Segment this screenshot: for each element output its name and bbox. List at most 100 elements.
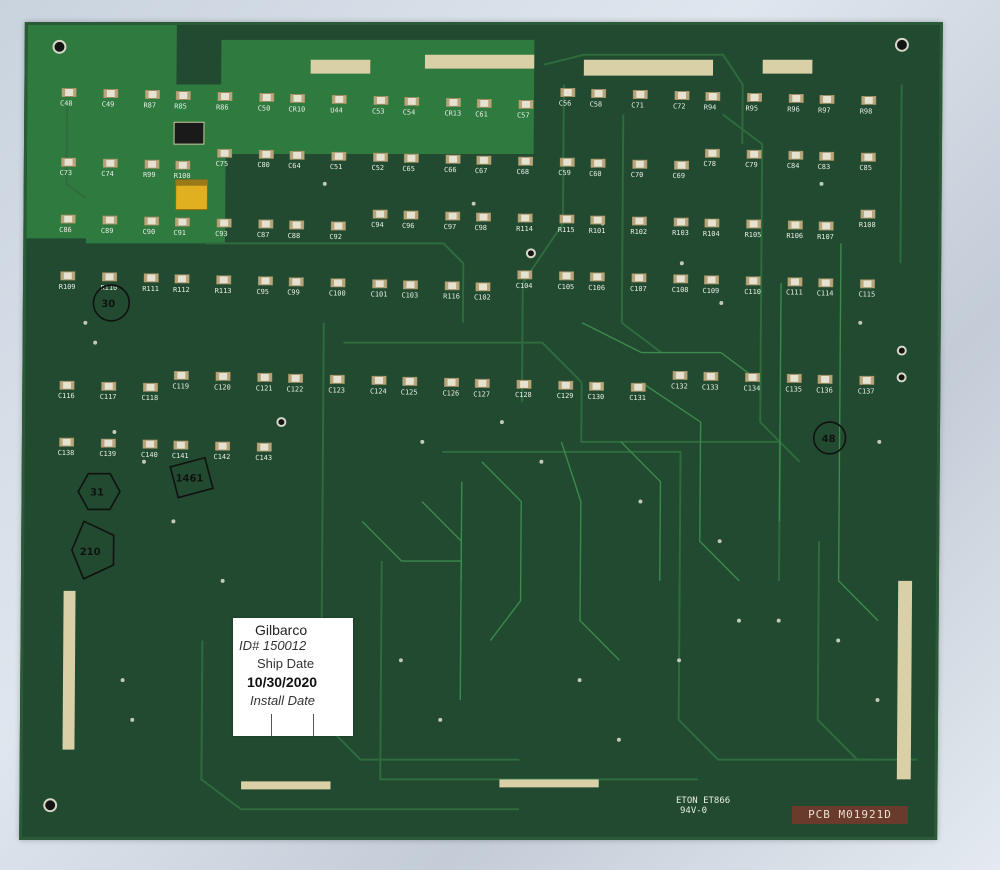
- label-ship-date-caption: Ship Date: [257, 656, 315, 671]
- component-designator: C120: [214, 383, 231, 391]
- smd-component: C74: [101, 158, 118, 178]
- smd-component: R86: [216, 92, 233, 111]
- component-designator: C139: [99, 450, 116, 458]
- smd-component: C100: [329, 278, 346, 298]
- component-designator: C74: [101, 170, 114, 178]
- component-designator: R107: [817, 233, 834, 241]
- component-designator: R115: [558, 226, 575, 234]
- ic-chip-u44: [173, 121, 205, 145]
- smd-component: R111: [142, 273, 159, 293]
- smd-component: C96: [402, 210, 419, 230]
- component-designator: R106: [786, 232, 803, 240]
- inventory-label: Gilbarco ID# 150012 Ship Date 10/30/2020…: [233, 618, 353, 736]
- component-designator: C84: [787, 162, 800, 170]
- svg-text:48: 48: [822, 434, 836, 445]
- component-designator: R113: [215, 287, 232, 295]
- component-designator: C101: [371, 291, 388, 299]
- smd-component: R102: [630, 216, 647, 236]
- smd-component: C128: [515, 379, 532, 399]
- smd-component: C60: [589, 158, 606, 178]
- component-designator: C61: [475, 110, 488, 118]
- component-designator: C78: [703, 160, 716, 168]
- smd-component: C108: [672, 274, 689, 294]
- component-designator: R116: [443, 293, 460, 301]
- smd-component: C89: [101, 215, 118, 235]
- smd-component: C134: [744, 372, 761, 392]
- component-designator: C128: [515, 391, 532, 399]
- svg-text:210: 210: [80, 547, 101, 558]
- smd-component: C127: [473, 378, 490, 398]
- component-designator: C54: [403, 108, 416, 116]
- component-designator: R87: [143, 101, 156, 109]
- smd-component: C70: [631, 159, 648, 179]
- component-designator: C129: [557, 392, 574, 400]
- component-designator: C115: [858, 291, 875, 299]
- smd-component: C115: [858, 279, 875, 299]
- component-designator: C143: [255, 454, 272, 462]
- component-designator: R100: [174, 172, 191, 180]
- smd-component: C110: [744, 276, 761, 296]
- label-divider: [271, 714, 272, 736]
- component-designator: C96: [402, 222, 415, 230]
- component-designator: C64: [288, 162, 301, 170]
- smd-component: C105: [557, 271, 574, 291]
- smd-component: C90: [143, 216, 160, 236]
- component-designator: U44: [330, 106, 343, 114]
- component-designator: R109: [59, 283, 76, 291]
- component-designator: C121: [256, 384, 273, 392]
- smd-component: R95: [745, 92, 763, 112]
- component-designator: C124: [370, 387, 387, 395]
- smd-component: C84: [787, 150, 804, 170]
- component-designator: C60: [589, 170, 602, 178]
- component-designator: C56: [559, 99, 572, 107]
- smd-component: R104: [703, 218, 720, 238]
- smd-component: R100: [174, 160, 191, 180]
- smd-component: C66: [444, 154, 461, 174]
- component-designator: C123: [328, 386, 345, 394]
- component-designator: C48: [60, 99, 73, 107]
- smd-component: C73: [60, 157, 77, 177]
- smd-component: C101: [371, 279, 388, 299]
- smd-component: CR10: [288, 93, 305, 113]
- component-designator: C103: [401, 292, 418, 300]
- smd-component: R114: [516, 213, 533, 233]
- smd-component: C51: [330, 151, 347, 171]
- component-designator: R95: [745, 104, 758, 112]
- component-designator: C125: [401, 388, 418, 396]
- smd-component: R107: [817, 221, 834, 241]
- smd-component: C57: [517, 99, 534, 119]
- smd-component: R116: [443, 281, 460, 301]
- smd-component: C99: [287, 277, 304, 297]
- component-designator: C70: [631, 171, 644, 179]
- smd-component: R115: [558, 214, 575, 234]
- smd-component: C79: [745, 149, 762, 169]
- smd-component: C119: [172, 370, 189, 390]
- smd-component: C118: [141, 382, 158, 402]
- component-designator: C87: [257, 231, 270, 239]
- component-designator: C72: [673, 102, 686, 110]
- smd-component: C125: [401, 376, 418, 396]
- smd-component: C75: [216, 148, 233, 168]
- smd-component: C64: [288, 150, 305, 170]
- smd-component: R110: [100, 272, 117, 292]
- smd-component: C54: [403, 96, 420, 116]
- component-designator: CR10: [288, 105, 305, 113]
- component-designator: C51: [330, 163, 343, 171]
- smd-component: R85: [174, 91, 191, 110]
- component-designator: C71: [631, 101, 644, 109]
- smd-component: C139: [99, 438, 116, 458]
- component-designator: C114: [817, 290, 834, 298]
- component-designator: C108: [672, 286, 689, 294]
- component-designator: C99: [287, 289, 300, 297]
- smd-component: C49: [102, 89, 119, 108]
- smd-component: R113: [215, 275, 232, 295]
- smd-component: C85: [859, 152, 876, 172]
- smd-component: R97: [818, 94, 835, 114]
- component-designator: C68: [517, 168, 530, 176]
- component-designator: C134: [744, 384, 761, 392]
- component-designator: C50: [258, 104, 271, 112]
- smd-component: R109: [59, 271, 76, 291]
- smd-component: C106: [588, 272, 605, 292]
- smd-component: R99: [143, 159, 160, 179]
- smd-component: C95: [256, 276, 273, 296]
